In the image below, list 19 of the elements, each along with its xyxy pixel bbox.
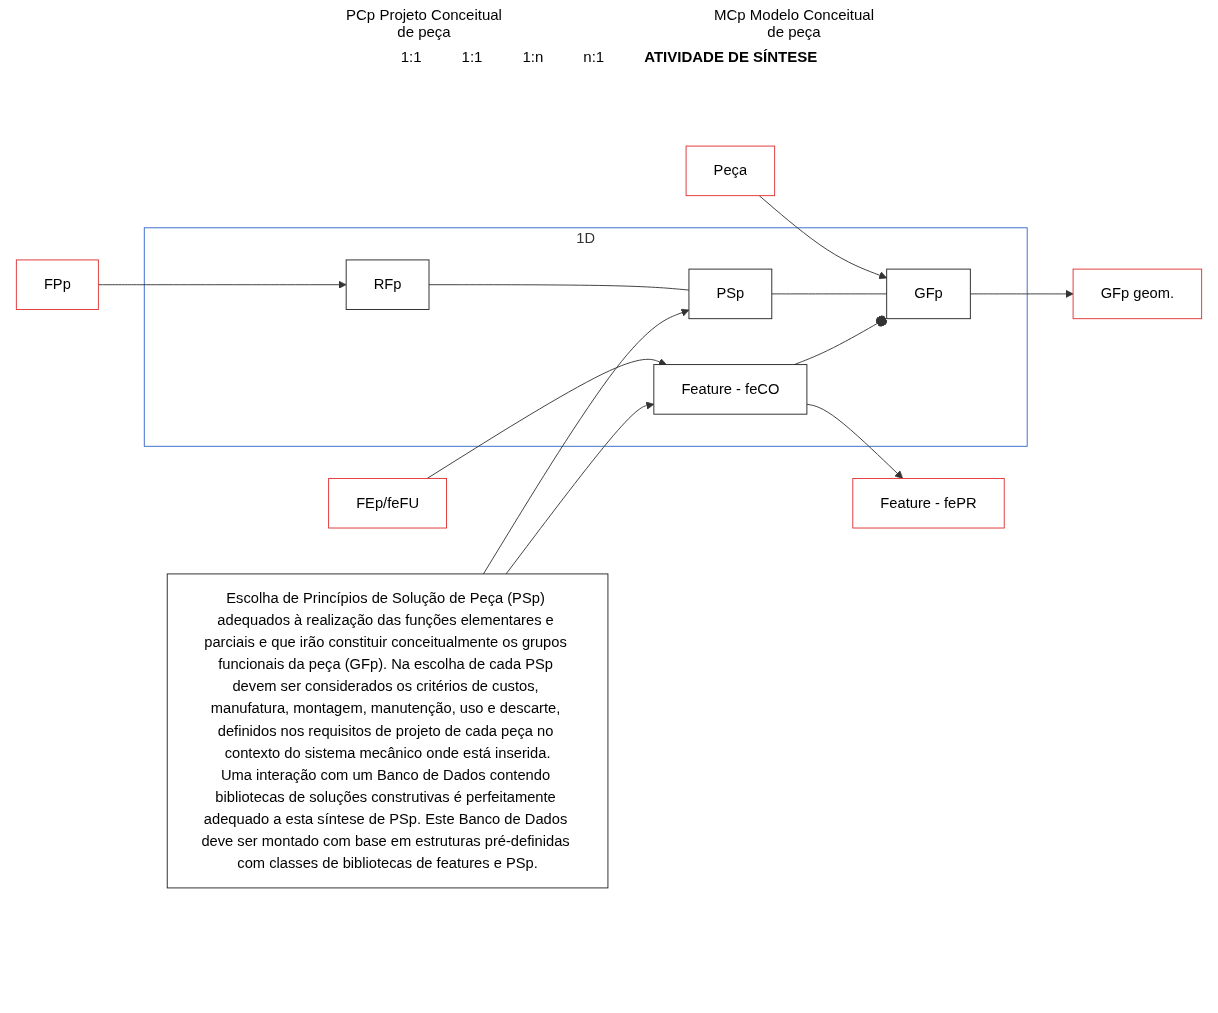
node-box: GFp geom.	[1072, 268, 1203, 320]
node-box: RFp	[345, 259, 430, 310]
node-box: Feature - fePR	[852, 478, 1005, 529]
multiplicity-label: n:1	[583, 48, 605, 65]
multiplicity-label: 1:1	[400, 48, 422, 65]
column-heading: MCp Modelo Conceitual de peça	[712, 6, 876, 40]
node-box: Peça	[685, 145, 776, 197]
node-box: Feature - feCO	[653, 364, 808, 415]
connector	[771, 293, 888, 295]
multiplicity-label: 1:1	[461, 48, 483, 65]
node-box: GFp	[886, 268, 971, 320]
node-box: Escolha de Princípios de Solução de Peça (PSp) adequados à realização das funções elementares e parciais e que irão constituir conceitualmente os grupos funcionais da peça (GFp). Na escolha de cada PSp devem ser considerados os critérios de custos, manufatura, montagem, manutenção, uso e descarte, definidos nos requisitos de projeto de cada peça no contexto do sistema mecânico onde está inserida. Uma interação com um Banco de Dados contendo bibliotecas de soluções construtivas é perfeitamente adequado a esta síntese de PSp. Este Banco de Dados deve ser montado com base em estruturas pré-definidas com classes de bibliotecas de features e PSp.	[166, 573, 609, 889]
node-box: FEp/feFU	[328, 478, 447, 529]
connector	[428, 284, 690, 291]
column-heading: PCp Projeto Conceitual de peça	[345, 6, 503, 40]
activity-label: ATIVIDADE DE SÍNTESE	[644, 48, 818, 65]
node-box: PSp	[688, 268, 773, 320]
node-box: FPp	[15, 259, 99, 310]
multiplicity-label: 1:n	[522, 48, 544, 65]
